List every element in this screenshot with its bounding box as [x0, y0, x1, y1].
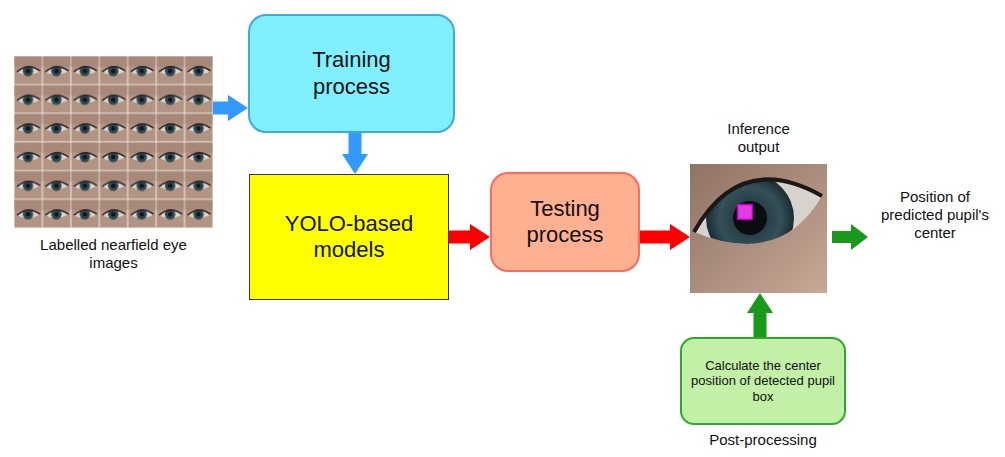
caption-label: Labelled nearfield eye images: [39, 236, 189, 272]
box-label: Training process: [287, 47, 417, 100]
process-box: Training process: [248, 14, 455, 133]
process-box: Calculate the center position of detecte…: [680, 337, 846, 425]
box-label: Testing process: [510, 196, 620, 249]
box-label: Calculate the center position of detecte…: [690, 358, 836, 405]
flow-arrow: [754, 313, 767, 337]
process-box: Testing process: [490, 172, 640, 272]
eye-image-grid: [14, 56, 213, 228]
flow-arrow: [349, 133, 362, 154]
image-output: Inference output: [690, 164, 827, 293]
result-label: Position of predicted pupil's center: [872, 188, 998, 242]
box-label: YOLO-based models: [274, 211, 424, 264]
image-set: Labelled nearfield eye images: [14, 56, 213, 228]
flow-arrow: [449, 231, 470, 244]
model-box: YOLO-based models: [249, 174, 449, 300]
pupil-detection-box: [738, 205, 752, 219]
caption-label: Post-processing: [693, 431, 833, 449]
flow-arrow: [213, 102, 228, 115]
output-arrow: [832, 224, 868, 250]
eye-photo: [690, 164, 827, 293]
flow-arrow: [640, 231, 670, 244]
caption-label: Inference output: [709, 120, 809, 156]
